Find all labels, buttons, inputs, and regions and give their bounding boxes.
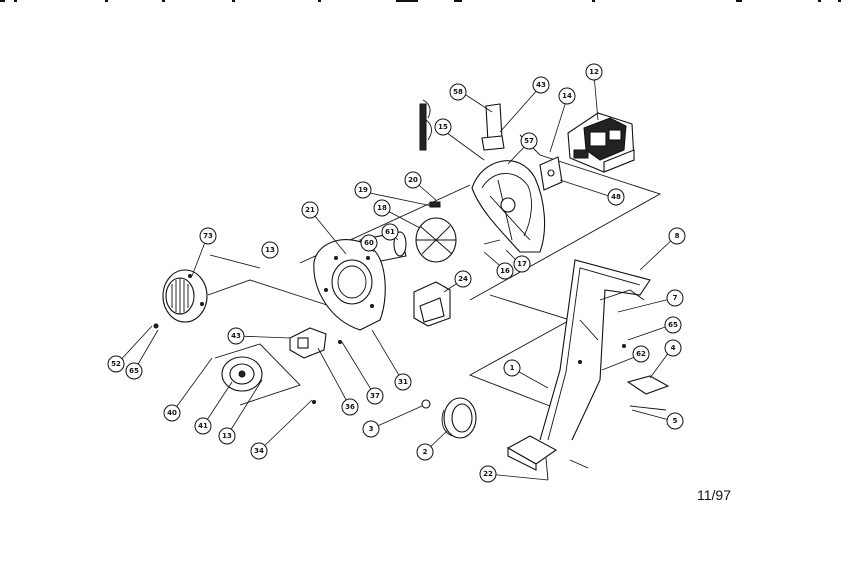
- callout: 57: [520, 132, 538, 150]
- callout: 3: [362, 420, 380, 438]
- bolt: [429, 201, 441, 208]
- callout: 13: [218, 427, 236, 445]
- callout: 61: [381, 223, 399, 241]
- callout: 1: [503, 359, 521, 377]
- fasteners: [153, 239, 626, 404]
- callout-label: 61: [385, 228, 395, 236]
- callout-label: 37: [370, 392, 380, 400]
- callout: 36: [341, 398, 359, 416]
- callout: 60: [360, 234, 378, 252]
- callout-label: 65: [668, 321, 678, 329]
- bracket: [419, 99, 432, 151]
- callout-label: 73: [203, 232, 213, 240]
- callout: 4: [664, 339, 682, 357]
- callout: 19: [354, 181, 372, 199]
- callout: 7: [666, 289, 684, 307]
- callout-label: 52: [111, 360, 121, 368]
- callout: 48: [607, 188, 625, 206]
- rear-housing: [471, 160, 546, 253]
- callout-label: 62: [636, 350, 646, 358]
- callout: 16: [496, 262, 514, 280]
- callout-label: 12: [589, 68, 599, 76]
- callout-label: 13: [265, 246, 275, 254]
- callout-label: 1: [510, 364, 515, 372]
- callout-label: 2: [423, 448, 428, 456]
- callout: 31: [394, 373, 412, 391]
- callout-label: 40: [167, 409, 177, 417]
- callout: 65: [664, 316, 682, 334]
- callout: 40: [163, 404, 181, 422]
- callout-label: 21: [305, 206, 315, 214]
- callout-label: 57: [524, 137, 534, 145]
- callout-label: 13: [222, 432, 232, 440]
- callout: 13: [261, 241, 279, 259]
- callout: 65: [125, 362, 143, 380]
- impeller: [415, 217, 457, 263]
- callout-label: 58: [453, 88, 463, 96]
- callout: 2: [416, 443, 434, 461]
- callout-label: 7: [673, 294, 678, 302]
- foot-bracket: [626, 375, 670, 411]
- nut: [421, 399, 431, 409]
- callouts: 58 43 12 14 15 57 48 19 20 18 21 60 61 1…: [107, 63, 686, 483]
- callout: 17: [513, 255, 531, 273]
- callout-label: 18: [377, 204, 387, 212]
- callout: 8: [668, 227, 686, 245]
- engine: [567, 112, 635, 173]
- callout-label: 41: [198, 422, 208, 430]
- date-code: 11/97: [697, 487, 731, 503]
- callout: 58: [449, 83, 467, 101]
- callout: 34: [250, 442, 268, 460]
- callout-label: 17: [517, 260, 527, 268]
- handle-frame: [539, 259, 651, 441]
- small-wheel: [221, 356, 263, 392]
- callout-label: 20: [408, 176, 418, 184]
- callout: 52: [107, 355, 125, 373]
- callout-label: 16: [500, 267, 510, 275]
- callout: 43: [227, 327, 245, 345]
- callout: 73: [199, 227, 217, 245]
- callout-label: 22: [483, 470, 493, 478]
- callout: 20: [404, 171, 422, 189]
- callout-label: 48: [611, 193, 621, 201]
- callout: 14: [558, 87, 576, 105]
- callout: 43: [532, 76, 550, 94]
- callout-label: 36: [345, 403, 355, 411]
- callout-label: 24: [458, 275, 468, 283]
- callout-label: 65: [129, 367, 139, 375]
- intake-grille: [162, 269, 208, 323]
- front-housing: [313, 239, 386, 331]
- callout: 21: [301, 201, 319, 219]
- callout-label: 34: [254, 447, 264, 455]
- callout: 22: [479, 465, 497, 483]
- top-edge-artifacts: [0, 0, 841, 2]
- large-wheel: [441, 397, 477, 439]
- callout: 18: [373, 199, 391, 217]
- base-plate: [506, 435, 589, 481]
- callout: 41: [194, 417, 212, 435]
- callout-label: 19: [358, 186, 368, 194]
- discharge-chute: [481, 103, 505, 151]
- mounting-plate: [539, 156, 563, 191]
- callout-label: 43: [231, 332, 241, 340]
- callout: 62: [632, 345, 650, 363]
- callout-label: 31: [398, 378, 408, 386]
- callout-label: 60: [364, 239, 374, 247]
- callout-label: 14: [562, 92, 572, 100]
- callout: 15: [434, 118, 452, 136]
- callout-label: 5: [673, 417, 678, 425]
- callout-label: 8: [675, 232, 680, 240]
- callout-label: 4: [671, 344, 676, 352]
- callout-label: 15: [438, 123, 448, 131]
- callout: 37: [366, 387, 384, 405]
- callout: 24: [454, 270, 472, 288]
- callout: 12: [585, 63, 603, 81]
- callout-label: 3: [369, 425, 374, 433]
- callout-label: 43: [536, 81, 546, 89]
- callout: 5: [666, 412, 684, 430]
- small-bracket: [289, 327, 327, 359]
- motor-bracket: [413, 281, 451, 327]
